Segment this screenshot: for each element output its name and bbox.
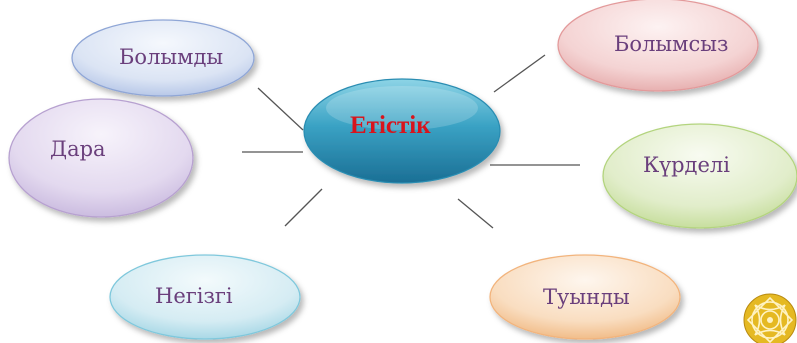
node-bolymdy bbox=[71, 19, 255, 97]
node-negizgi bbox=[109, 254, 301, 340]
node-label-bolymsyz: Болымсыз bbox=[614, 32, 729, 56]
node-label-kurdeli: Күрделі bbox=[643, 153, 730, 177]
connector-tuyndy bbox=[457, 198, 494, 229]
center-highlight bbox=[326, 86, 478, 130]
connectors bbox=[242, 54, 580, 229]
center-label: Етістік bbox=[350, 112, 431, 139]
node-dara bbox=[8, 98, 194, 218]
node-center bbox=[303, 78, 501, 184]
node-label-tuyndy: Туынды bbox=[543, 285, 630, 309]
node-label-bolymdy: Болымды bbox=[119, 45, 224, 69]
node-kurdeli bbox=[602, 123, 797, 229]
node-label-negizgi: Негізгі bbox=[155, 284, 233, 308]
connector-bolymsyz bbox=[493, 54, 546, 93]
node-tuyndy bbox=[489, 254, 681, 340]
ornamental-seal-icon bbox=[743, 293, 797, 343]
connector-bolymdy bbox=[257, 87, 304, 131]
connector-negizgi bbox=[284, 188, 323, 227]
node-bolymsyz bbox=[557, 0, 759, 92]
node-label-dara: Дара bbox=[50, 137, 106, 161]
